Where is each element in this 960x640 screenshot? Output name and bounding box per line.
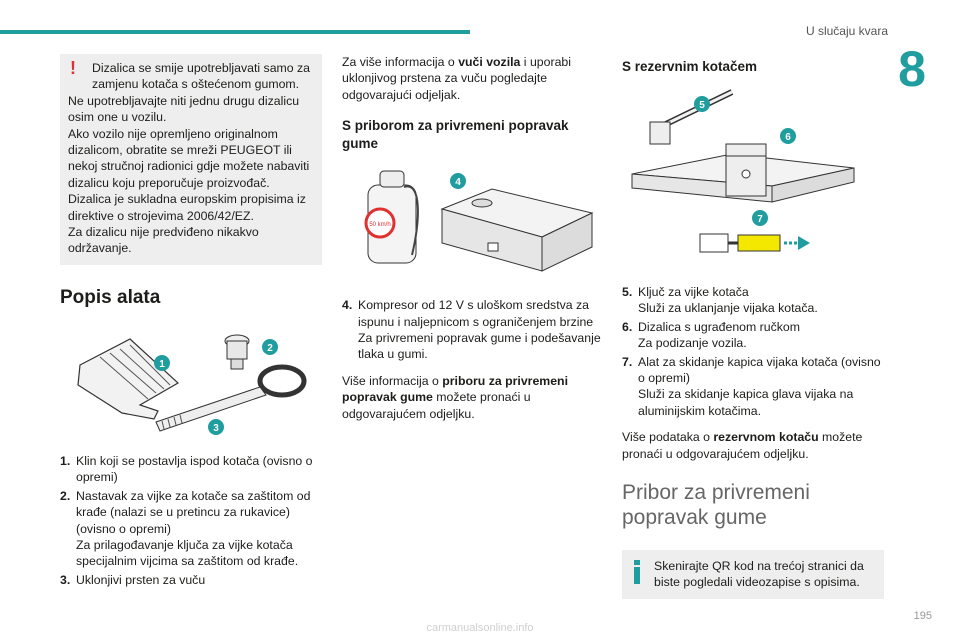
column-right: S rezervnim kotačem 5 6 7 (622, 54, 884, 599)
warning-first-line: Dizalica se smije upotrebljavati samo za… (92, 61, 311, 92)
info-text: Skenirajte QR kod na trećoj stranici da … (654, 559, 864, 590)
badge-circle (450, 173, 466, 190)
header-accent-bar (0, 30, 470, 34)
chapter-number: 8 (898, 41, 926, 97)
list-item: 6. Dizalica s ugrađenom ručkom Za podiza… (622, 319, 884, 352)
item-number: 2. (60, 488, 71, 503)
callout-badge-5: 5 (699, 100, 705, 111)
warning-box: ! Dizalica se smije upotrebljavati samo … (60, 54, 322, 265)
bolt-adapter-icon (224, 334, 250, 370)
item-text: Klin koji se postavlja ispod kotača (ovi… (76, 453, 313, 485)
car-jack-icon (631, 143, 855, 203)
spare-wheel-tools-illustration: 5 6 7 (631, 89, 855, 253)
towing-paragraph: Za više informacija o vuči vozila i upor… (342, 55, 571, 102)
item-text: Služi za uklanjanje vijaka kotača. (638, 301, 818, 316)
tools-list: 1. Klin koji se postavlja ispod kotača (… (60, 453, 322, 588)
list-item: 7. Alat za skidanje kapica vijaka kotača… (622, 354, 884, 420)
sealant-bottle-icon: 50 km/h (364, 170, 419, 264)
repair-kit-illustration: 50 km/h 4 (364, 170, 594, 273)
repair-kit-list: 4. Kompresor od 12 V s uloškom sredstva … (342, 297, 604, 363)
item-number: 4. (342, 298, 353, 313)
warning-line: Ako vozilo nije opremljeno originalnom d… (68, 126, 310, 190)
warning-line: Za dizalicu nije predviđeno nikakvo održ… (68, 225, 259, 256)
page-number: 195 (913, 610, 932, 622)
item-text: Alat za skidanje kapica vijaka kotača (o… (638, 354, 881, 386)
item-text: Za privremeni popravak gume i podešavanj… (358, 331, 601, 362)
repair-kit-paragraph: Više informacija o priboru za privremeni… (342, 373, 568, 421)
badge-circle (208, 418, 224, 435)
column-left: ! Dizalica se smije upotrebljavati samo … (60, 54, 322, 590)
item-number: 3. (60, 572, 71, 587)
watermark: carmanualsonline.info (426, 622, 534, 634)
warning-line: Ne upotrebljavajte niti jednu drugu diza… (68, 93, 300, 125)
column-middle: Za više informacija o vuči vozila i upor… (342, 54, 604, 432)
item-text: Dizalica s ugrađenom ručkom (638, 319, 800, 334)
info-box: Skenirajte QR kod na trećoj stranici da … (622, 550, 884, 599)
info-icon (634, 560, 640, 585)
callout-badge-4: 4 (455, 177, 461, 188)
item-text: Uklonjivi prsten za vuču (76, 572, 206, 587)
compressor-icon (440, 188, 594, 273)
spare-wheel-paragraph: Više podataka o rezervnom kotaču možete … (622, 430, 863, 461)
callout-badge-1: 1 (159, 359, 165, 370)
item-text: Nastavak za vijke za kotače sa zaštitom … (76, 488, 311, 536)
list-item: 2. Nastavak za vijke za kotače sa zaštit… (60, 488, 322, 570)
item-text: Ključ za vijke kotača (638, 285, 749, 299)
list-item: 4. Kompresor od 12 V s uloškom sredstva … (342, 297, 604, 363)
tools-illustration: 1 2 3 (77, 334, 307, 435)
bolt-cap-remover-icon (699, 233, 810, 253)
callout-badge-3: 3 (213, 423, 219, 434)
item-number: 1. (60, 453, 71, 468)
item-number: 5. (622, 285, 633, 299)
speed-label: 50 km/h (369, 222, 390, 228)
callout-badge-2: 2 (267, 343, 273, 354)
warning-line: Dizalica je sukladna europskim propisima… (68, 192, 306, 223)
section-title-tools: Popis alata (60, 286, 161, 308)
badge-circle (752, 210, 768, 226)
badge-circle (154, 354, 170, 371)
list-item: 3. Uklonjivi prsten za vuču (60, 572, 322, 588)
exclamation-icon: ! (70, 58, 76, 78)
spare-wheel-list: 5. Ključ za vijke kotača Služi za uklanj… (622, 284, 884, 419)
callout-badge-6: 6 (785, 132, 791, 143)
item-number: 6. (622, 319, 633, 334)
item-number: 7. (622, 354, 633, 369)
list-item: 1. Klin koji se postavlja ispod kotača (… (60, 453, 322, 486)
wheel-wrench-icon (649, 89, 734, 145)
list-item: 5. Ključ za vijke kotača Služi za uklanj… (622, 284, 884, 317)
repair-kit-heading: S priborom za privremeni popravak gume (342, 118, 569, 152)
chapter-title: U slučaju kvara (805, 24, 888, 38)
badge-circle (694, 96, 710, 112)
badge-circle (780, 128, 796, 144)
spare-wheel-heading: S rezervnim kotačem (622, 59, 758, 74)
repair-kit-section-title: Pribor za privremeni popravak gume (622, 481, 810, 530)
item-text: Kompresor od 12 V s uloškom sredstva za … (358, 298, 594, 329)
callout-badge-7: 7 (757, 214, 763, 225)
badge-circle (262, 338, 278, 355)
towing-eye-icon (155, 364, 307, 432)
item-text: Za podizanje vozila. (638, 336, 747, 351)
item-text: Služi za skidanje kapica glava vijaka na… (638, 387, 854, 418)
wheel-chock-icon (77, 338, 180, 420)
item-text: Za prilagođavanje ključa za vijke kotača… (76, 537, 299, 569)
